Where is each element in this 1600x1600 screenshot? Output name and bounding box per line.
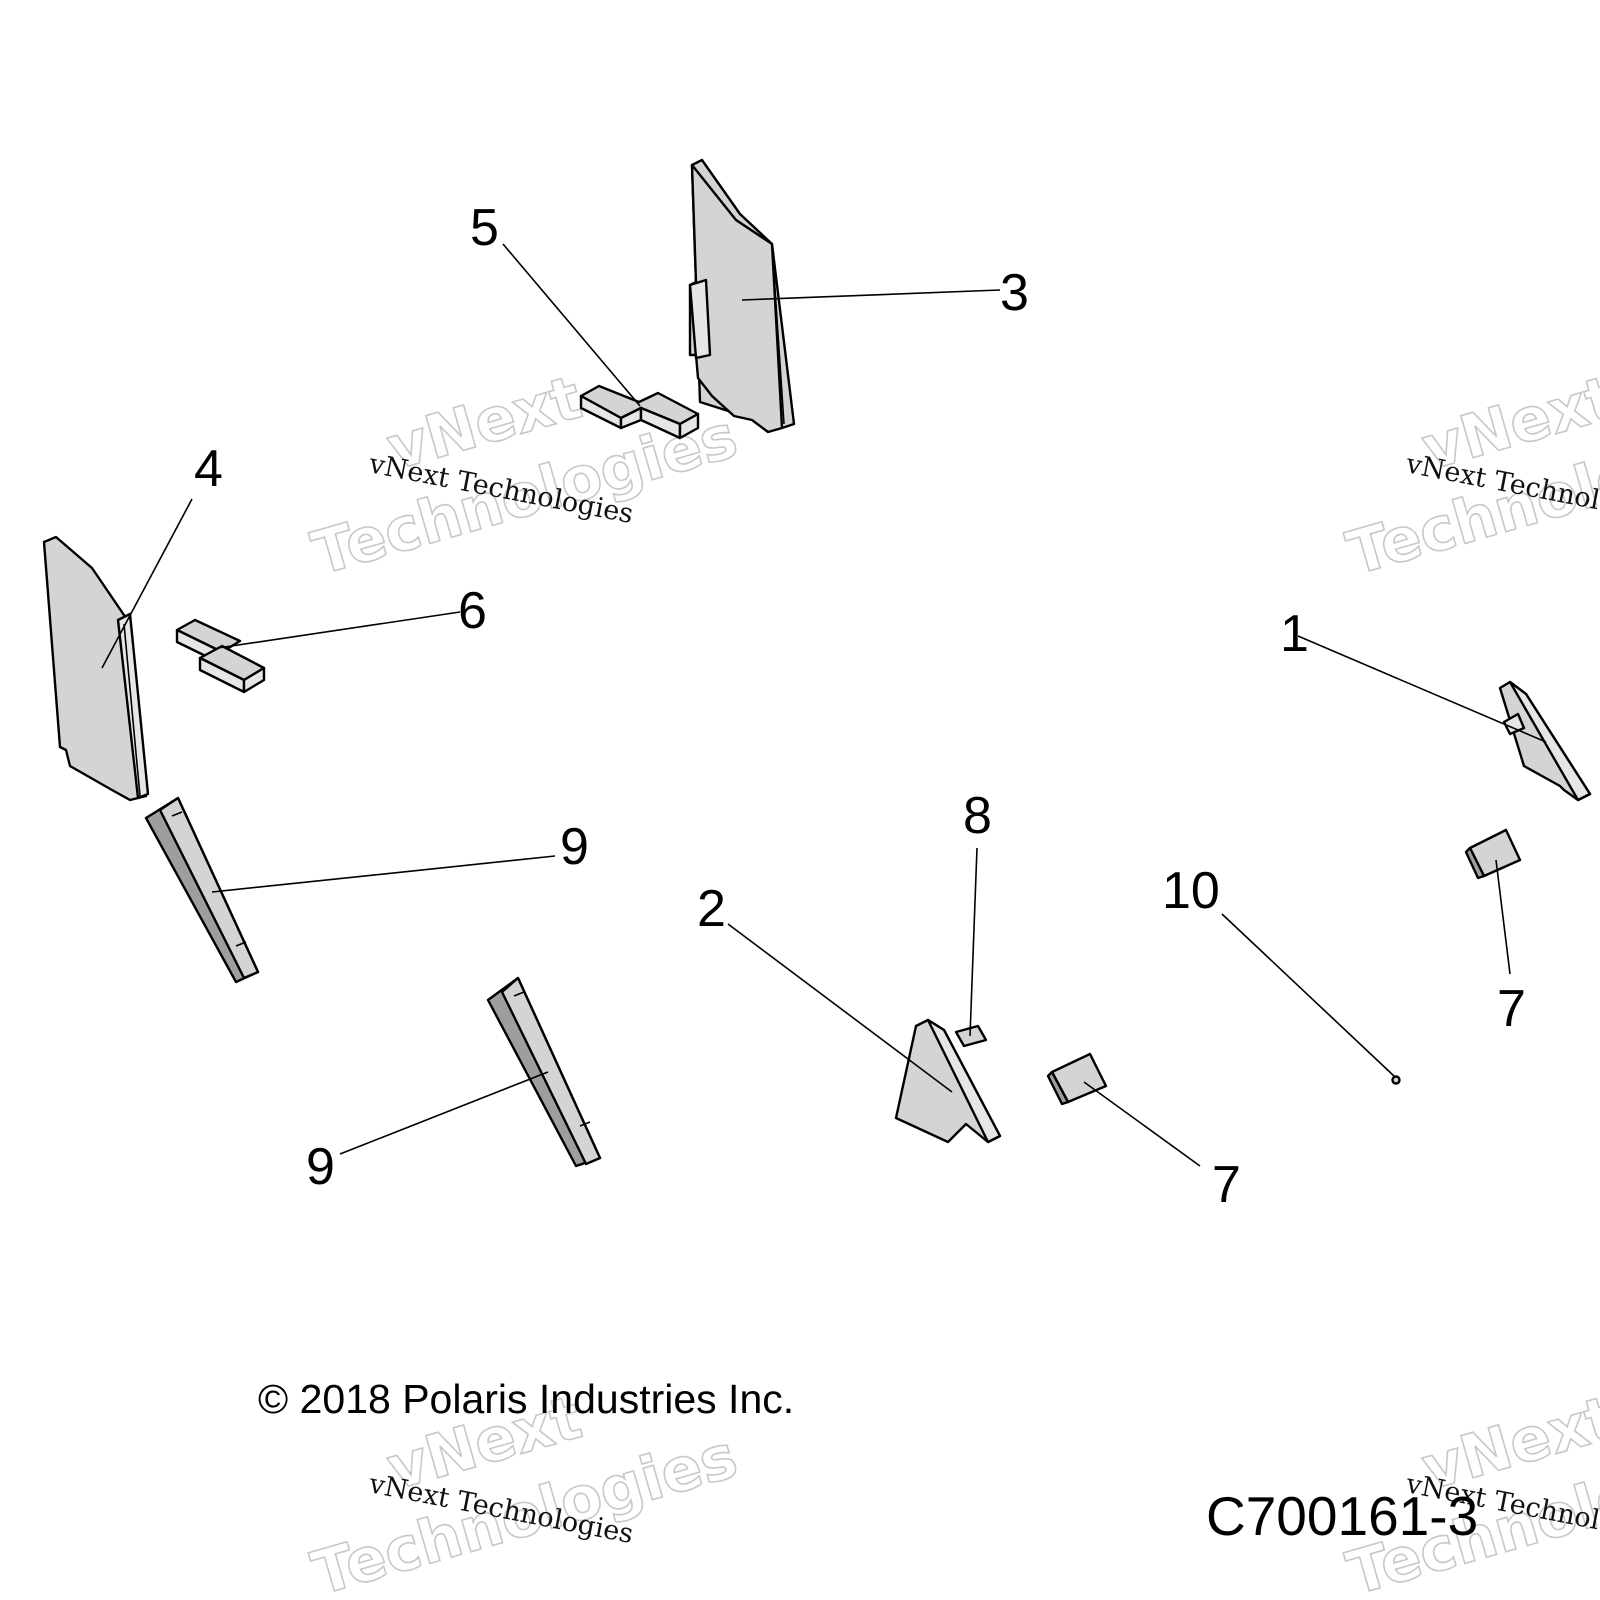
- leader-1: [1297, 635, 1547, 743]
- watermark-top-right: vNext Technologies vNext Technologies: [1339, 362, 1600, 590]
- callout-10: 10: [1162, 862, 1220, 920]
- leader-4: [101, 498, 193, 669]
- callouts: 5 3 4 6 1 8 9 10 2 7 9 7: [194, 199, 1526, 1214]
- leader-lines: [101, 243, 1547, 1167]
- callout-1: 1: [1280, 605, 1309, 663]
- watermark-top-left: vNext Technologies vNext Technologies: [304, 362, 746, 590]
- part-10-fastener: [1391, 1075, 1401, 1085]
- leader-3: [741, 289, 1001, 301]
- callout-7b: 7: [1497, 980, 1526, 1038]
- part-4-panel: [42, 535, 150, 802]
- leader-7b: [1495, 859, 1511, 975]
- callout-7a: 7: [1212, 1156, 1241, 1214]
- part-2-bracket: [894, 1018, 1002, 1144]
- callout-5: 5: [470, 199, 499, 257]
- part-6-block: [175, 618, 266, 694]
- callout-4: 4: [194, 440, 223, 498]
- leader-5: [502, 243, 641, 407]
- leader-2: [727, 923, 953, 1093]
- part-9-strip-lower: [486, 976, 602, 1168]
- callout-3: 3: [1000, 264, 1029, 322]
- copyright-notice: © 2018 Polaris Industries Inc.: [258, 1376, 795, 1422]
- callout-9b: 9: [306, 1138, 335, 1196]
- part-9-strip-upper: [144, 796, 260, 984]
- leader-9a: [211, 855, 556, 893]
- part-7-pad-middle: [1046, 1052, 1108, 1106]
- callout-2: 2: [697, 880, 726, 938]
- drawing-number: C700161-3: [1206, 1485, 1479, 1547]
- callout-8: 8: [963, 787, 992, 845]
- part-3-panel: [688, 158, 796, 434]
- callout-9a: 9: [560, 818, 589, 876]
- leader-7a: [1083, 1081, 1201, 1167]
- leader-8: [969, 847, 978, 1037]
- leader-10: [1221, 913, 1395, 1077]
- part-7-pad-right: [1464, 828, 1522, 880]
- callout-6: 6: [458, 582, 487, 640]
- leader-6: [217, 611, 461, 649]
- leader-9b: [339, 1071, 549, 1155]
